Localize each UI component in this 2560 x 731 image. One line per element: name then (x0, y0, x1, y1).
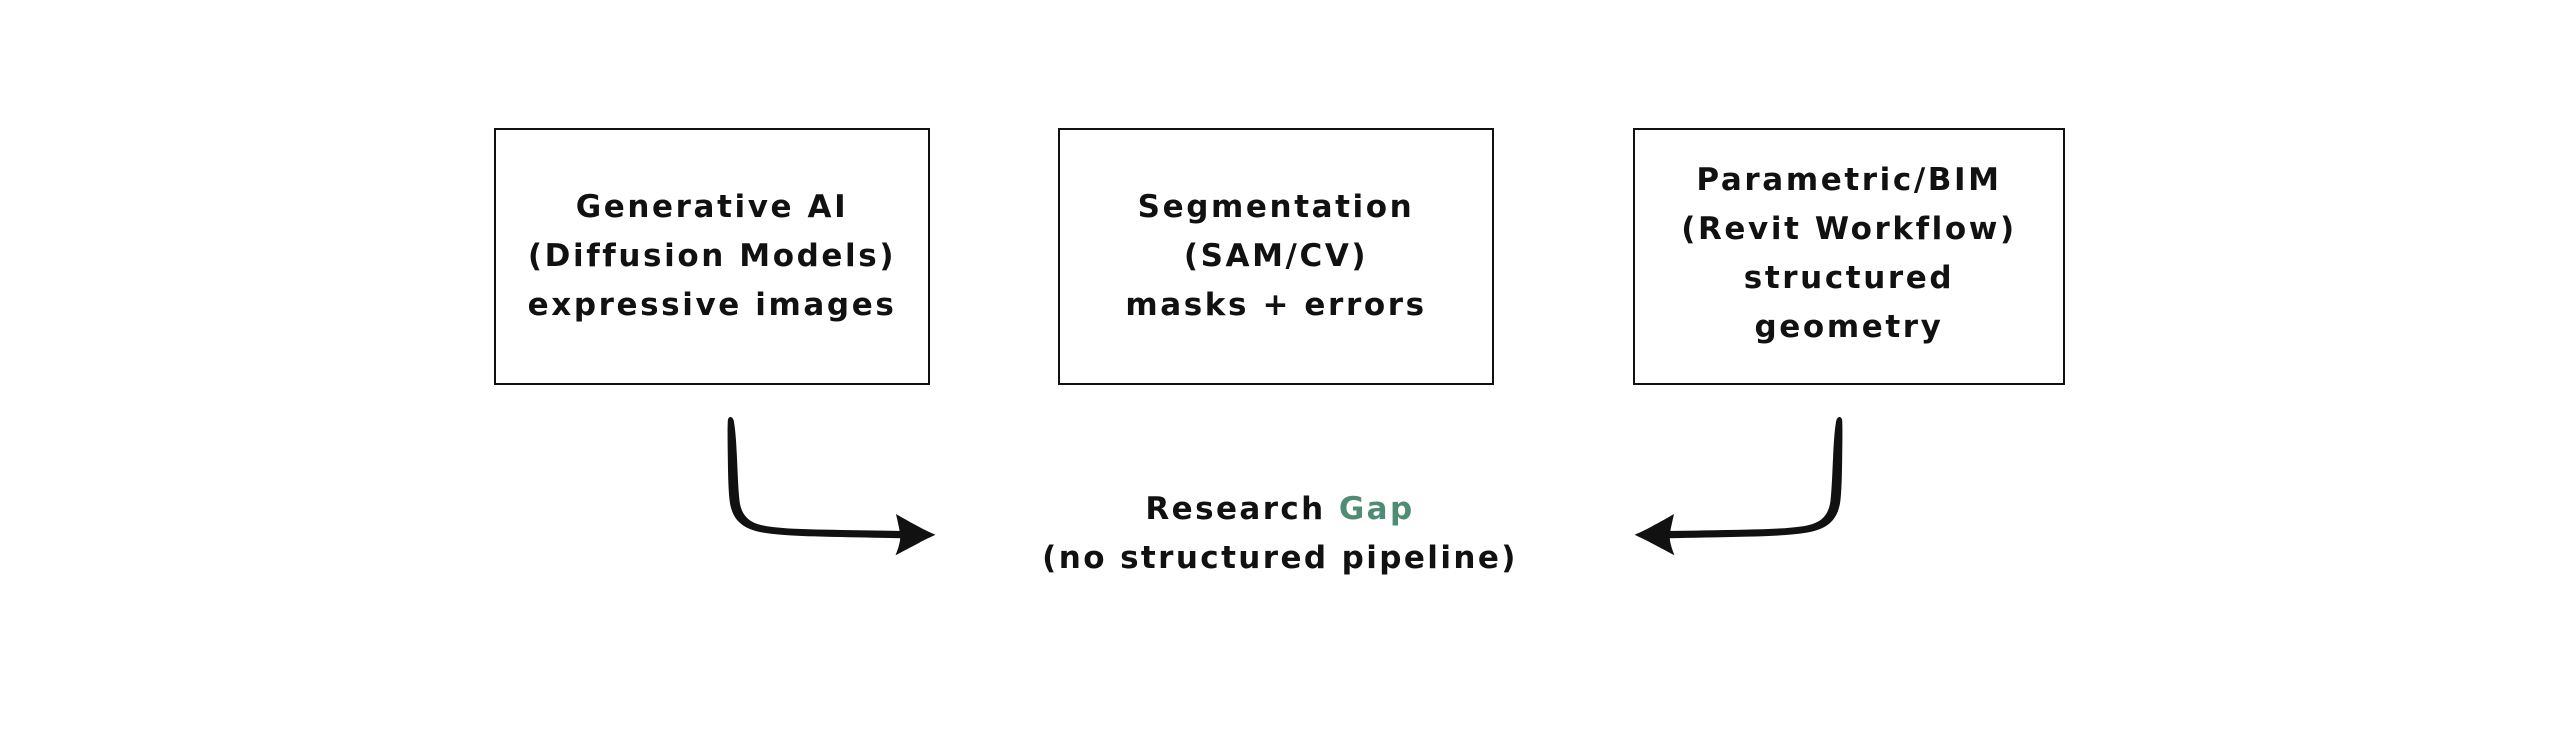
elbow-arrow-right-icon (727, 417, 936, 556)
concept-box-line: structured (1743, 260, 1955, 296)
concept-box-line: Generative AI (575, 189, 849, 225)
concept-box-line: expressive images (527, 287, 897, 323)
concept-box-line: geometry (1754, 309, 1944, 345)
concept-box-line: Parametric/BIM (1696, 162, 2002, 198)
research-gap-headline: Research Gap (960, 485, 1600, 534)
elbow-arrow-left-icon (1634, 417, 1843, 556)
concept-box-line: (Diffusion Models) (527, 238, 897, 274)
research-gap-prefix: Research (1145, 491, 1339, 527)
concept-box-line: masks + errors (1125, 287, 1427, 323)
concept-box-generative-ai: Generative AI (Diffusion Models) express… (494, 128, 930, 385)
research-gap-subline: (no structured pipeline) (1042, 540, 1518, 576)
concept-box-segmentation: Segmentation (SAM/CV) masks + errors (1058, 128, 1494, 385)
concept-box-line: Segmentation (1137, 189, 1415, 225)
research-gap-label: Research Gap (no structured pipeline) (960, 485, 1600, 583)
concept-box-parametric-bim: Parametric/BIM (Revit Workflow) structur… (1633, 128, 2065, 385)
concept-box-line: (Revit Workflow) (1681, 211, 2017, 247)
concept-box-line: (SAM/CV) (1183, 238, 1369, 274)
research-gap-accent: Gap (1338, 491, 1415, 527)
